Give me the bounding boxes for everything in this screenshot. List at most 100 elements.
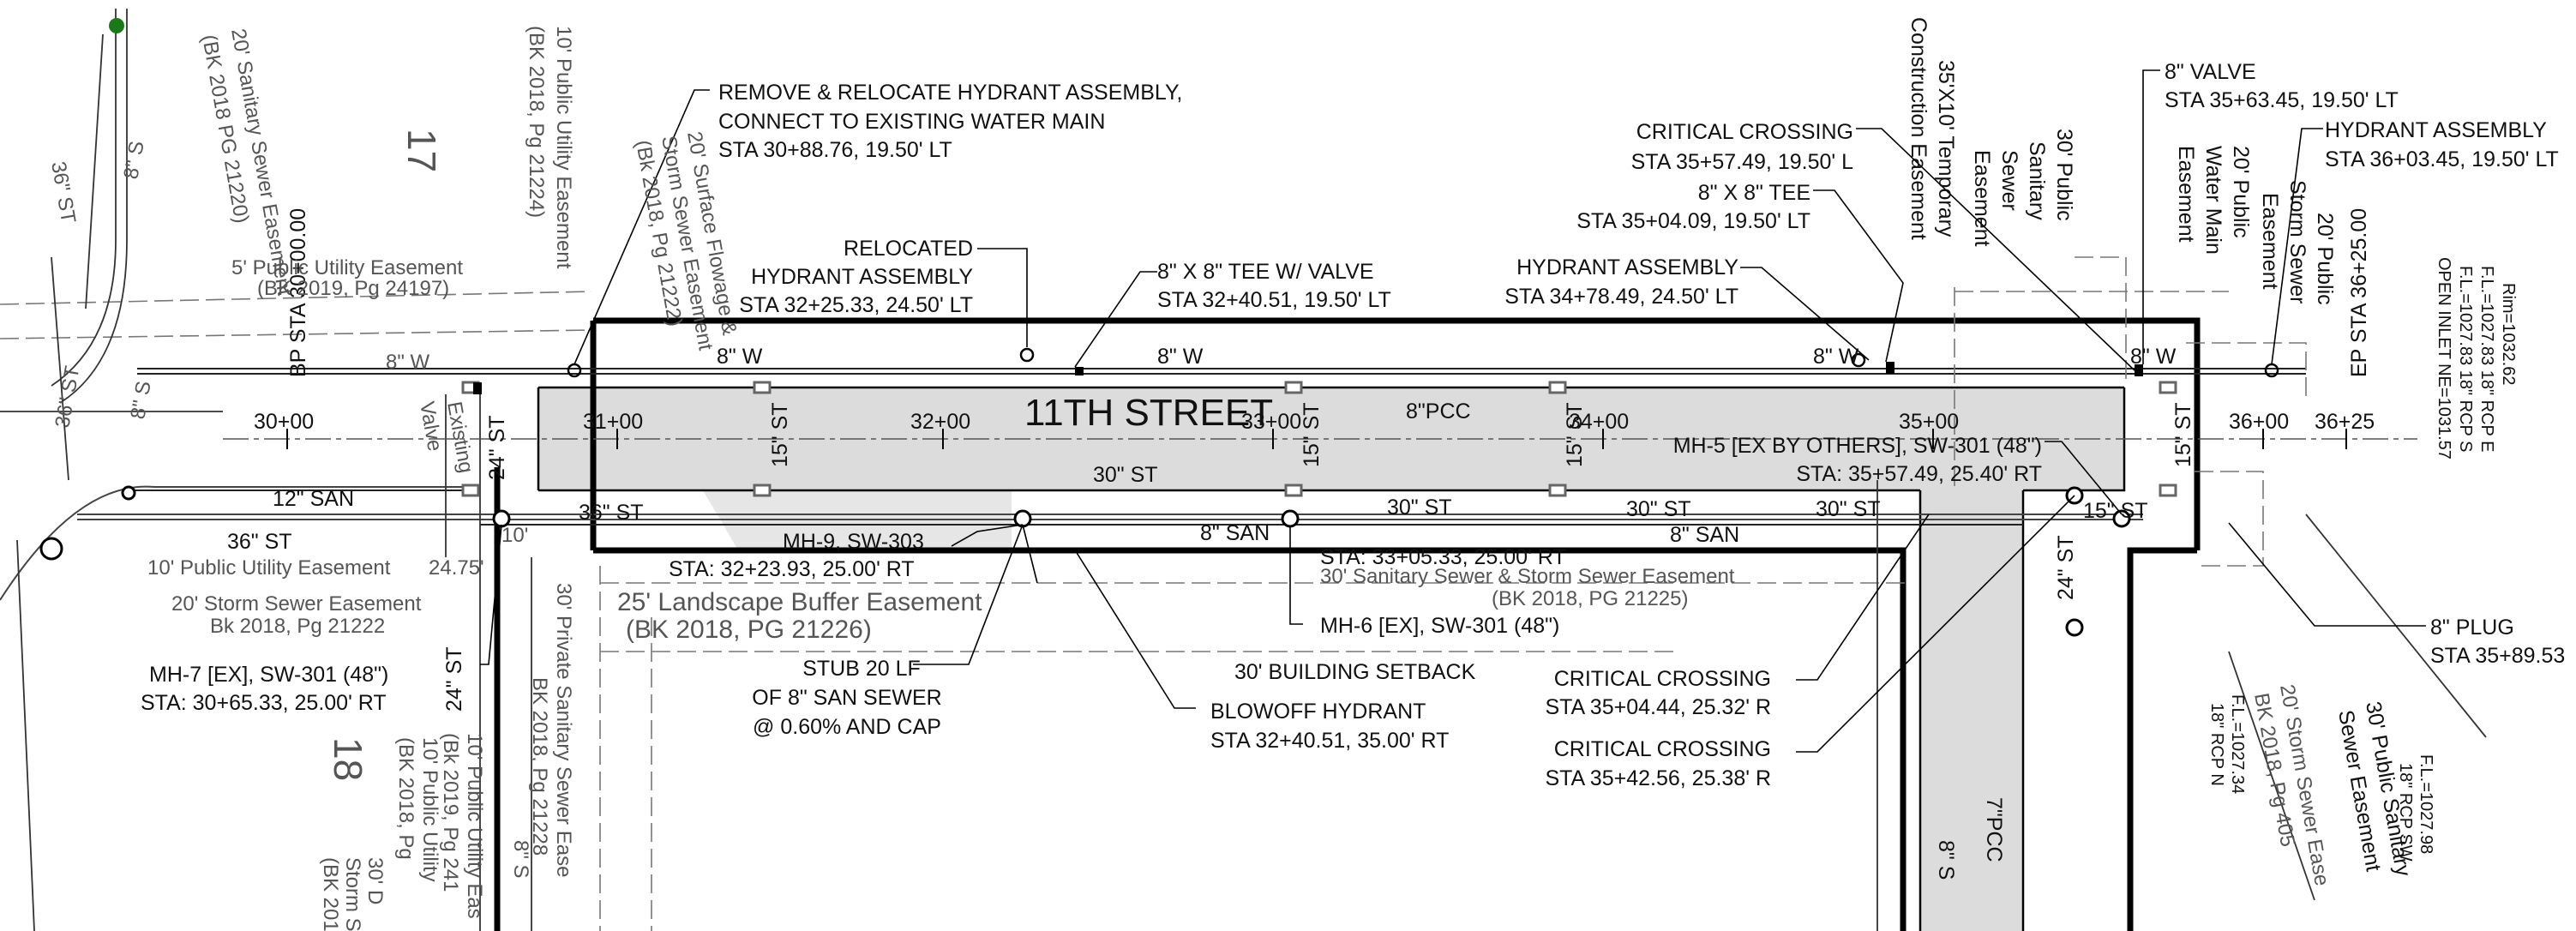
- svg-text:HYDRANT ASSEMBLY: HYDRANT ASSEMBLY: [751, 265, 973, 289]
- station-35: 35+00: [1899, 410, 1959, 434]
- storm-30-label-3: 30" ST: [1626, 497, 1691, 521]
- svg-text:RELOCATED: RELOCATED: [844, 237, 973, 261]
- svg-text:STA 32+40.51, 35.00' RT: STA 32+40.51, 35.00' RT: [1210, 729, 1449, 753]
- lot-17: 17: [399, 129, 444, 172]
- callout-critical-crossing-3: CRITICAL CROSSING STA 35+42.56, 25.38' R: [1545, 737, 1771, 790]
- easement-storm-20-top: 20' Public Storm Sewer Easement: [2258, 180, 2337, 305]
- easement-landscape: 25' Landscape Buffer Easement (BK 2018, …: [617, 588, 982, 644]
- pavement-label: 8"PCC: [1406, 399, 1471, 423]
- svg-text:STA: 33+05.33, 25.00' RT: STA: 33+05.33, 25.00' RT: [1320, 545, 1566, 569]
- callout-hydrant-36: HYDRANT ASSEMBLY STA 36+03.45, 19.50' LT: [2325, 118, 2559, 171]
- easement-storm-20-left: 20' Storm Sewer Easement Bk 2018, Pg 212…: [171, 592, 422, 638]
- svg-text:STA 35+04.44, 25.32' R: STA 35+04.44, 25.32' R: [1545, 695, 1771, 719]
- svg-text:20' Public: 20' Public: [2229, 146, 2253, 238]
- storm-sewer-line: [0, 485, 2143, 601]
- easement-storm-20-right: 20' Storm Sewer Ease BK 2018, Pg 405: [2249, 682, 2333, 887]
- storm-36-label: 36" ST: [579, 501, 644, 525]
- station-34: 34+00: [1569, 410, 1629, 434]
- storm-inlets: [461, 381, 2177, 497]
- building-setback-label: 30' BUILDING SETBACK: [1234, 660, 1476, 684]
- storm-24-label-2: 24" ST: [442, 646, 466, 712]
- svg-text:(BK 2018, Pg: (BK 2018, Pg: [394, 737, 417, 860]
- ep-station: EP STA 36+25.00: [2347, 208, 2371, 377]
- storm-24-label-1: 24" ST: [485, 415, 509, 480]
- water-main-label-4: 8" W: [2130, 345, 2177, 369]
- easement-storm-30-bottom: 30' D Storm S (BK 201: [319, 857, 387, 931]
- svg-text:(BK 2018, PG 21225): (BK 2018, PG 21225): [1492, 587, 1688, 610]
- storm-36-west-label: 36" ST: [227, 530, 292, 554]
- sanitary-8-vert-label: 8" S: [119, 139, 148, 181]
- svg-text:F.L.=1027.98: F.L.=1027.98: [2417, 754, 2435, 854]
- water-main-label-1: 8" W: [717, 345, 763, 369]
- sanitary-8-drive-label: 8" S: [1934, 840, 1958, 880]
- svg-text:STA: 32+23.93, 25.00' RT: STA: 32+23.93, 25.00' RT: [669, 557, 915, 581]
- svg-text:Sanitary: Sanitary: [2025, 141, 2049, 220]
- svg-text:F.L.=1027.83 18" RCP E: F.L.=1027.83 18" RCP E: [2477, 266, 2496, 452]
- svg-text:(BK 2018, PG 21226): (BK 2018, PG 21226): [626, 616, 872, 644]
- street-name: 11TH STREET: [1024, 392, 1273, 434]
- svg-text:OPEN INLET NE=1031.57: OPEN INLET NE=1031.57: [2435, 257, 2453, 459]
- callout-mh7: MH-7 [EX], SW-301 (48") STA: 30+65.33, 2…: [141, 663, 388, 715]
- inlet-info: Rim=1032.62 F.L.=1027.83 18" RCP E F.L.=…: [2435, 257, 2518, 459]
- svg-text:STA: 35+57.49, 25.40' RT: STA: 35+57.49, 25.40' RT: [1796, 462, 2042, 486]
- svg-text:STA 35+57.49, 19.50' L: STA 35+57.49, 19.50' L: [1631, 150, 1853, 174]
- svg-text:Easement: Easement: [1970, 150, 1994, 247]
- svg-text:Valve: Valve: [415, 399, 447, 453]
- right-of-way-lines: [494, 317, 2201, 931]
- callout-remove-relocate: REMOVE & RELOCATE HYDRANT ASSEMBLY, CONN…: [718, 81, 1182, 162]
- svg-text:STA 35+89.53: STA 35+89.53: [2430, 644, 2565, 668]
- svg-text:(BK 2018, Pg 21224): (BK 2018, Pg 21224): [525, 26, 548, 218]
- north-marker: [109, 18, 124, 33]
- svg-text:STA 34+78.49, 24.50' LT: STA 34+78.49, 24.50' LT: [1504, 285, 1738, 309]
- callout-tee-valve: 8" X 8" TEE W/ VALVE STA 32+40.51, 19.50…: [1157, 260, 1391, 312]
- leader-lines: [480, 69, 2426, 753]
- svg-text:18" RCP SW: 18" RCP SW: [2396, 763, 2415, 862]
- svg-text:Bk 2018, Pg 21222: Bk 2018, Pg 21222: [210, 615, 385, 638]
- svg-text:OF 8" SAN SEWER: OF 8" SAN SEWER: [752, 686, 941, 710]
- station-32: 32+00: [910, 410, 970, 434]
- drive-pavement-label: 7"PCC: [1982, 797, 2006, 862]
- svg-text:Storm S: Storm S: [341, 857, 364, 931]
- svg-text:30' Sanitary Sewer & Storm Sew: 30' Sanitary Sewer & Storm Sewer Easemen…: [1320, 565, 1735, 588]
- svg-text:Sewer: Sewer: [1997, 150, 2021, 211]
- hydrants: [567, 347, 2279, 378]
- storm-30-label-4: 30" ST: [1816, 497, 1881, 521]
- lot-18: 18: [326, 737, 370, 781]
- easement-pue-5: 5' Public Utility Easement (BK 2019, Pg …: [231, 256, 463, 300]
- svg-text:Construction Easement: Construction Easement: [1906, 17, 1930, 240]
- svg-text:10' Public Utility Easement: 10' Public Utility Easement: [552, 26, 575, 269]
- svg-text:@ 0.60% AND CAP: @ 0.60% AND CAP: [753, 715, 941, 739]
- callout-mh6: MH-6 [EX], SW-301 (48") STA: 33+05.33, 2…: [1320, 545, 1566, 638]
- svg-text:(Bk 2019, Pg 241: (Bk 2019, Pg 241: [439, 733, 462, 892]
- svg-text:8" X 8" TEE W/ VALVE: 8" X 8" TEE W/ VALVE: [1157, 260, 1374, 284]
- svg-text:CONNECT TO EXISTING WATER MAIN: CONNECT TO EXISTING WATER MAIN: [718, 110, 1105, 134]
- svg-text:STA 32+40.51, 19.50' LT: STA 32+40.51, 19.50' LT: [1157, 288, 1391, 312]
- easement-temp-construction: 35'X10' Temporary Construction Easement: [1906, 17, 1958, 240]
- svg-text:CRITICAL CROSSING: CRITICAL CROSSING: [1554, 737, 1771, 761]
- svg-text:MH-5 [EX BY OTHERS], SW-301 (4: MH-5 [EX BY OTHERS], SW-301 (48"): [1673, 434, 2042, 458]
- svg-text:HYDRANT ASSEMBLY: HYDRANT ASSEMBLY: [1516, 255, 1738, 279]
- storm-15-label-5: 15" ST: [2083, 499, 2148, 523]
- callout-hydrant-34: HYDRANT ASSEMBLY STA 34+78.49, 24.50' LT: [1504, 255, 1738, 309]
- svg-text:20' Storm Sewer Easement: 20' Storm Sewer Easement: [171, 592, 422, 616]
- svg-text:Easement: Easement: [2258, 193, 2282, 290]
- svg-text:CRITICAL CROSSING: CRITICAL CROSSING: [1636, 120, 1853, 144]
- storm-30-label-1: 30" ST: [1093, 463, 1158, 487]
- svg-text:Storm Sewer: Storm Sewer: [2285, 180, 2309, 303]
- valves: [473, 362, 2143, 394]
- svg-text:8" VALVE: 8" VALVE: [2165, 60, 2256, 84]
- storm-15-label-4: 15" ST: [2171, 402, 2195, 467]
- callout-stub: STUB 20 LF OF 8" SAN SEWER @ 0.60% AND C…: [752, 657, 941, 739]
- station-36: 36+00: [2229, 410, 2289, 434]
- easement-pue-10-left: 10' Public Utility Easement: [147, 556, 391, 580]
- station-31: 31+00: [583, 410, 643, 434]
- callout-valve-8: 8" VALVE STA 35+63.45, 19.50' LT: [2165, 60, 2399, 112]
- svg-text:STA 32+25.33, 24.50' LT: STA 32+25.33, 24.50' LT: [739, 293, 973, 317]
- callout-relocated-hydrant: RELOCATED HYDRANT ASSEMBLY STA 32+25.33,…: [739, 237, 973, 317]
- svg-text:STA 36+03.45, 19.50' LT: STA 36+03.45, 19.50' LT: [2325, 147, 2559, 171]
- svg-text:CRITICAL CROSSING: CRITICAL CROSSING: [1554, 667, 1771, 691]
- svg-text:BLOWOFF HYDRANT: BLOWOFF HYDRANT: [1210, 700, 1426, 724]
- svg-text:STA 35+63.45, 19.50' LT: STA 35+63.45, 19.50' LT: [2165, 88, 2399, 112]
- easement-water-20: 20' Public Water Main Easement: [2174, 146, 2253, 255]
